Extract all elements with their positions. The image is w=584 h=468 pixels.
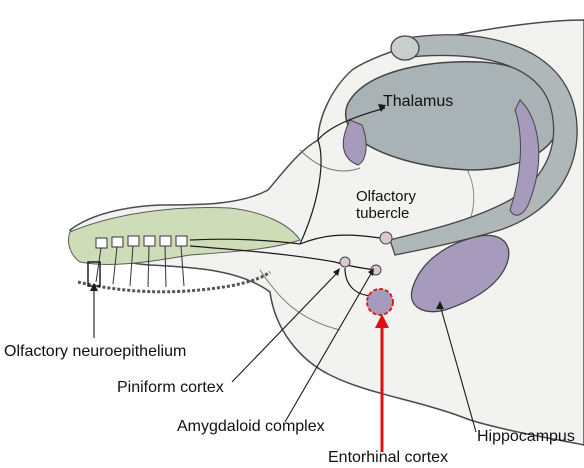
label-olfactory-neuroepithelium: Olfactory neuroepithelium: [4, 343, 186, 361]
label-thalamus: Thalamus: [383, 93, 453, 111]
label-piniform-cortex: Piniform cortex: [117, 379, 224, 397]
label-hippocampus: Hippocampus: [477, 428, 575, 446]
label-amygdaloid-complex: Amygdaloid complex: [177, 418, 325, 436]
fornix-cut-end: [391, 36, 419, 60]
label-entorhinal-cortex: Entorhinal cortex: [328, 449, 448, 467]
label-olfactory-tubercle: Olfactory tubercle: [356, 188, 436, 222]
entorhinal-cortex-marker: [367, 289, 393, 315]
